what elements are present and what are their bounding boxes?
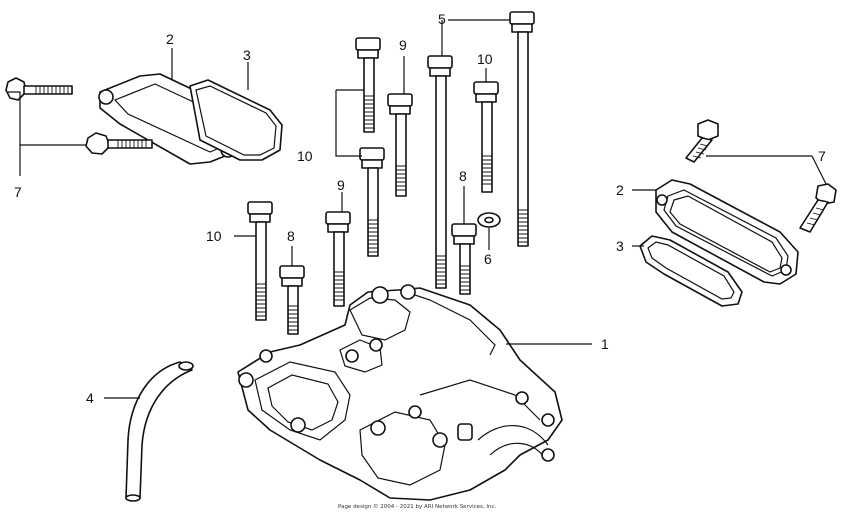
part-6-washer[interactable] [477, 212, 501, 228]
callouts: 1 2 2 3 3 4 5 6 7 7 8 8 9 9 10 10 10 [14, 11, 826, 406]
part-8-bolt-upper[interactable] [451, 223, 477, 295]
callout-6: 6 [484, 251, 492, 267]
part-9-bolt-lower[interactable] [325, 211, 351, 307]
part-7-bolts-right[interactable] [685, 119, 837, 233]
callout-9-lower: 9 [337, 177, 345, 193]
callout-4: 4 [86, 390, 94, 406]
leader-lines [8, 19, 827, 399]
callout-10-top: 10 [477, 51, 493, 67]
callout-10-bottom: 10 [206, 228, 222, 244]
callout-10-mid: 10 [297, 148, 313, 164]
callout-7-left: 7 [14, 184, 22, 200]
part-3-gasket-right[interactable] [639, 235, 743, 307]
part-5-stud-right[interactable] [509, 11, 535, 247]
part-10-bolt-right[interactable] [473, 81, 499, 193]
part-8-bolt-lower[interactable] [279, 265, 305, 335]
part-7-bolts-left[interactable] [5, 77, 153, 155]
callout-9-upper: 9 [399, 37, 407, 53]
callout-8-lower: 8 [287, 228, 295, 244]
part-2-cover-plate-right[interactable] [655, 179, 799, 285]
callout-5: 5 [438, 11, 446, 27]
part-1-head-cover[interactable] [237, 284, 563, 501]
part-9-bolt-upper[interactable] [387, 93, 413, 197]
part-10-bolt-top[interactable] [355, 37, 381, 133]
part-10-bolt-mid[interactable] [359, 147, 385, 257]
copyright-footer: Page design © 2004 - 2021 by ARI Network… [338, 503, 497, 510]
part-10-bolt-bottom[interactable] [247, 201, 273, 321]
callout-3-right: 3 [616, 238, 624, 254]
callout-8-upper: 8 [459, 168, 467, 184]
callout-3-left: 3 [243, 47, 251, 63]
callout-2-right: 2 [616, 182, 624, 198]
callout-2-left: 2 [166, 31, 174, 47]
callout-7-right: 7 [818, 148, 826, 164]
part-4-breather-hose[interactable] [125, 361, 194, 502]
callout-1: 1 [601, 336, 609, 352]
part-3-gasket-left[interactable] [189, 79, 283, 161]
part-5-stud-left[interactable] [427, 55, 453, 289]
